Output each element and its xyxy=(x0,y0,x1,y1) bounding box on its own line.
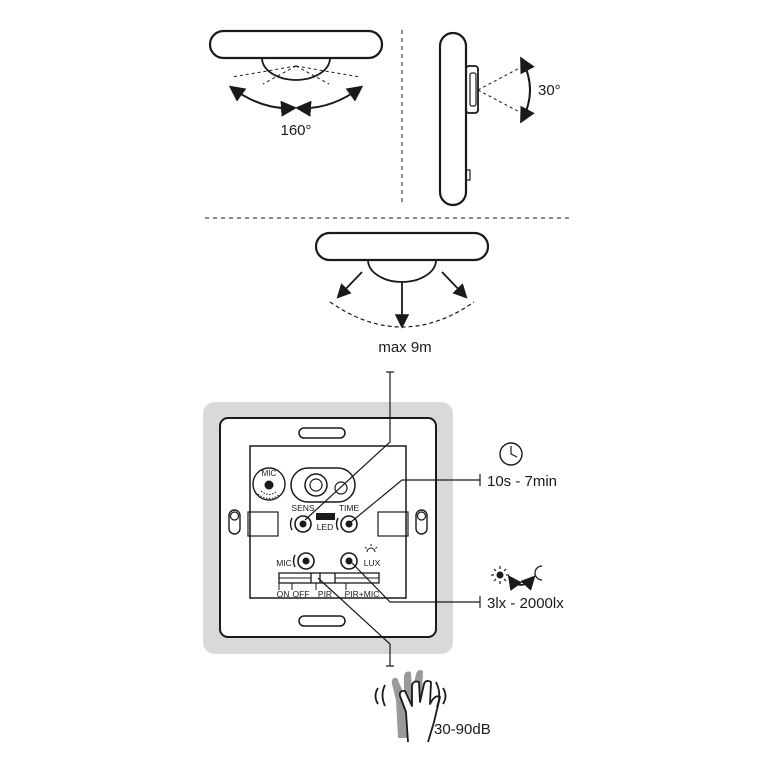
led-label: LED xyxy=(317,522,334,532)
sens-knob[interactable] xyxy=(289,515,312,533)
switch-pir-label: PIR xyxy=(318,589,332,599)
lux-range-label: 3lx - 2000lx xyxy=(487,595,564,612)
left-mount xyxy=(228,509,279,537)
vertical-angle-label: 30° xyxy=(538,82,561,99)
switch-pirmic-label: PIR+MIC xyxy=(345,589,380,599)
time-knob[interactable] xyxy=(335,515,358,533)
sound-range-label: 30-90dB xyxy=(434,721,491,738)
mic-knob-label: MIC xyxy=(276,558,292,568)
lux-sun-icon xyxy=(364,544,378,553)
horizontal-angle-label: 160° xyxy=(280,122,311,139)
mode-switches[interactable] xyxy=(278,572,380,590)
time-label: TIME xyxy=(339,503,360,513)
right-mount xyxy=(377,509,428,537)
microphone-module: MIC xyxy=(252,467,286,501)
pir-lens xyxy=(290,467,356,503)
range-view-sensor: max 9m xyxy=(314,231,490,356)
mic-module-label: MIC xyxy=(262,469,277,478)
sens-label: SENS xyxy=(291,503,314,513)
leader-lines xyxy=(304,371,481,667)
switch-off-label: OFF xyxy=(293,589,310,599)
section-dividers xyxy=(205,30,570,219)
side-view-sensor: 30° xyxy=(438,31,561,207)
control-panel: MIC SENS TIME LED MIC LUX xyxy=(203,402,453,654)
max-range-label: max 9m xyxy=(378,339,431,356)
sun-moon-icon xyxy=(491,565,543,591)
microphone-icon xyxy=(264,480,274,490)
clapping-hand-icon xyxy=(374,670,447,743)
top-view-sensor: 160° xyxy=(208,29,384,139)
lux-knob[interactable] xyxy=(340,552,358,570)
lux-label: LUX xyxy=(364,558,381,568)
mic-knob[interactable] xyxy=(292,552,315,570)
clock-icon xyxy=(499,442,523,466)
switch-on-label: ON xyxy=(277,589,290,599)
led-indicator xyxy=(316,513,335,520)
time-range-label: 10s - 7min xyxy=(487,473,557,490)
